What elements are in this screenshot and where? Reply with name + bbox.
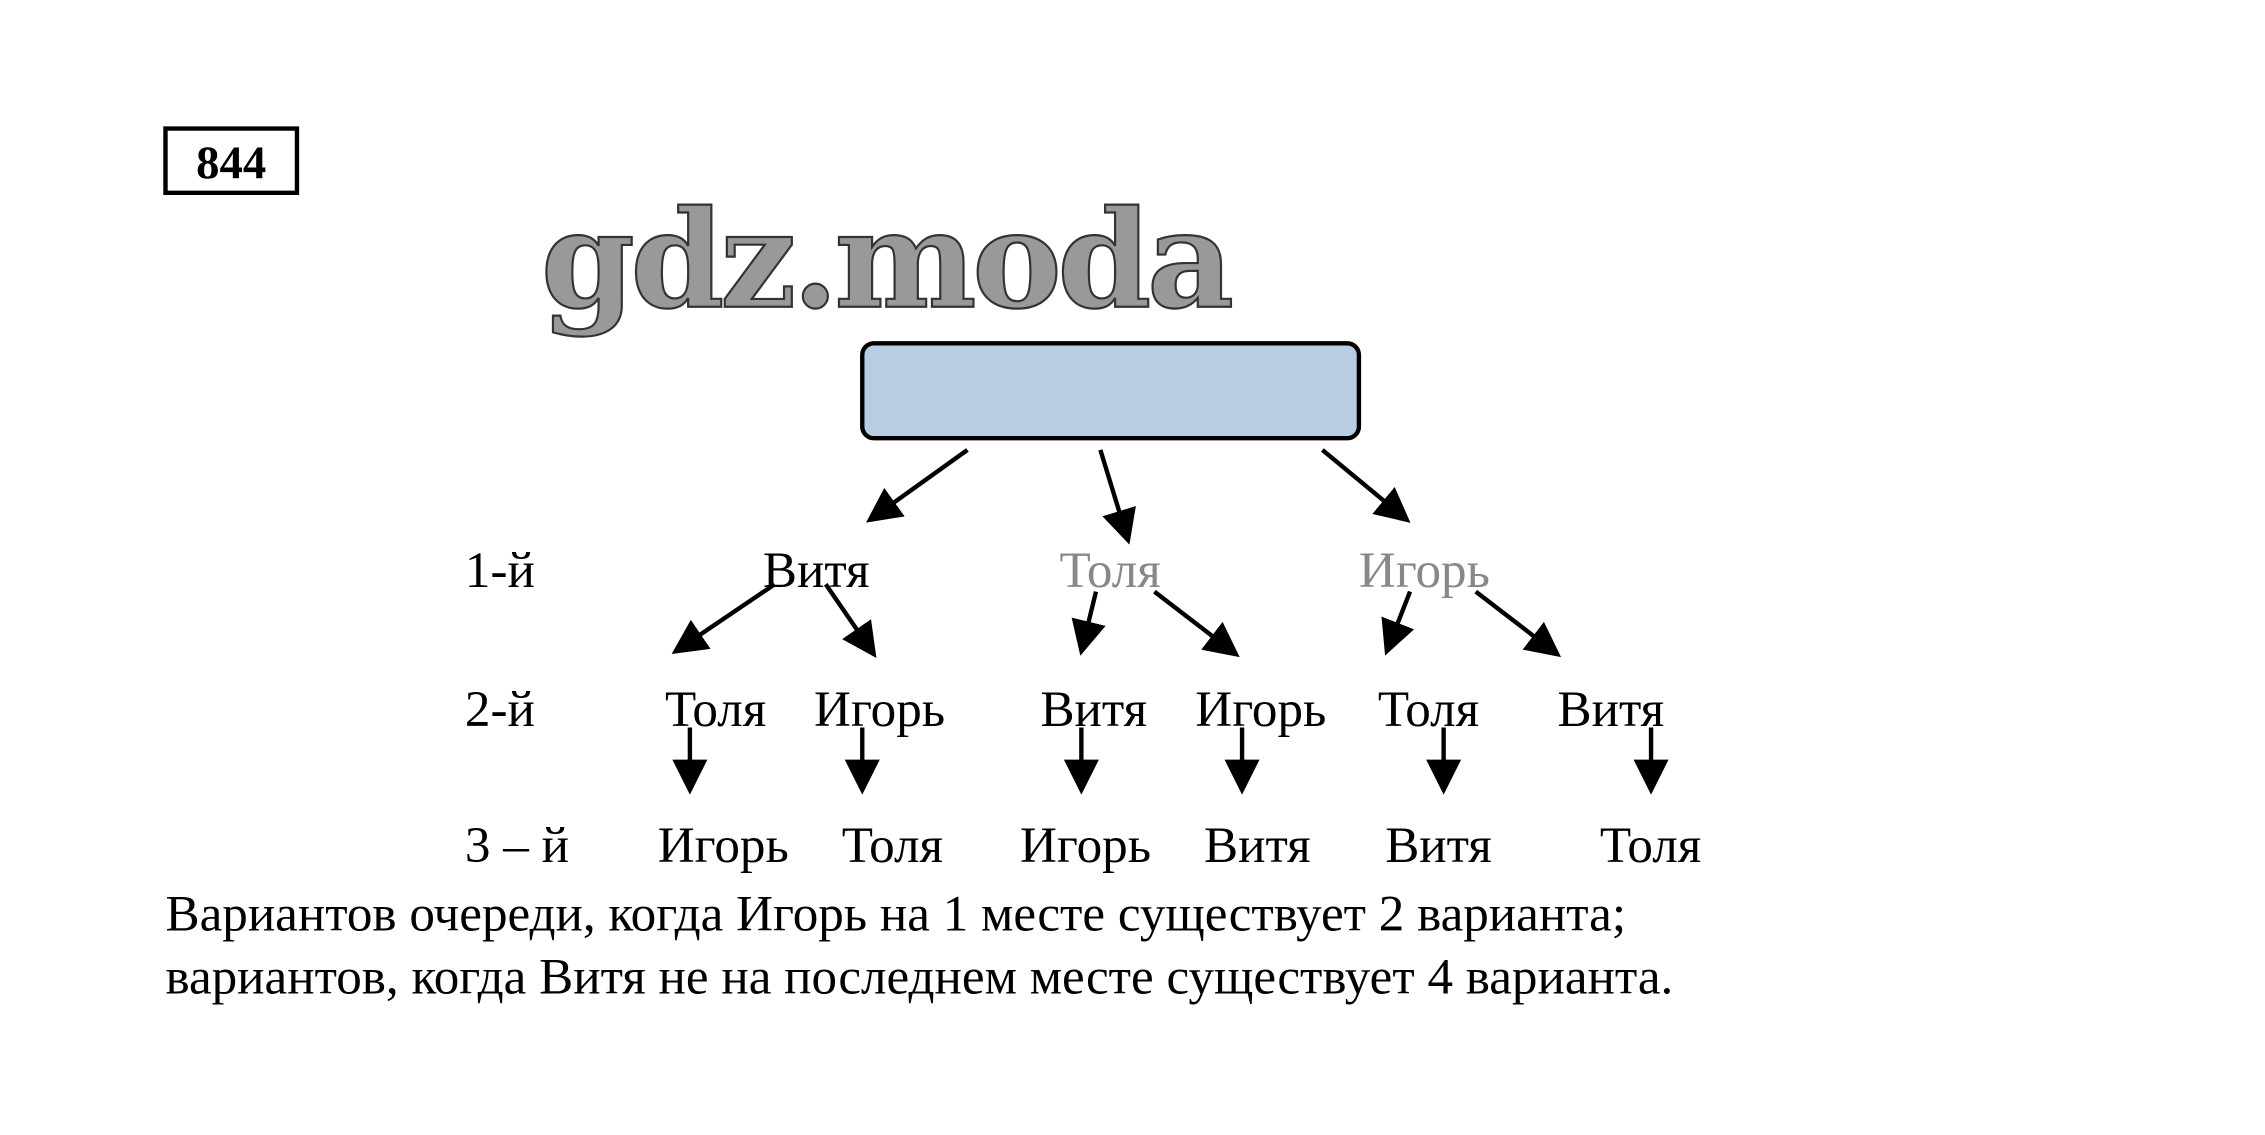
- name-node: Витя: [763, 542, 870, 599]
- arrow: [1321, 448, 1411, 523]
- arrow: [1098, 449, 1136, 545]
- arrow: [1071, 591, 1106, 656]
- arrow: [866, 448, 969, 523]
- name-node: Витя: [1040, 681, 1147, 738]
- level-label: 3 – й: [465, 817, 569, 874]
- level-3: 3 – й Игорь Толя Игорь Витя Витя Толя: [465, 817, 1701, 874]
- arrow: [1474, 589, 1562, 658]
- name-node: Игорь: [658, 817, 789, 874]
- level-label: 1-й: [465, 542, 535, 599]
- answer-line-2: вариантов, когда Витя не на последнем ме…: [165, 948, 1673, 1005]
- arrows: [671, 448, 1669, 795]
- name-node: Игорь: [1359, 542, 1490, 599]
- problem-number: 844: [196, 137, 266, 189]
- arrow: [671, 582, 776, 654]
- name-node: Витя: [1558, 681, 1665, 738]
- name-node: Толя: [1378, 681, 1479, 738]
- answer-line-1: Вариантов очереди, когда Игорь на 1 мест…: [165, 885, 1626, 942]
- arrow: [1381, 590, 1415, 656]
- root-box: [860, 341, 1362, 441]
- arrow: [1153, 589, 1240, 658]
- name-node: Игорь: [1020, 817, 1151, 874]
- arrow: [823, 583, 877, 659]
- name-node: Витя: [1204, 817, 1311, 874]
- level-1: 1-й Витя Толя Игорь: [465, 542, 1490, 599]
- name-node: Толя: [665, 681, 766, 738]
- name-node: Толя: [1059, 542, 1160, 599]
- name-node: Игорь: [1195, 681, 1326, 738]
- watermark-logo: gdz.moda: [541, 181, 1231, 339]
- name-node: Толя: [1600, 817, 1701, 874]
- level-label: 2-й: [465, 681, 535, 738]
- level-2: 2-й Толя Игорь Витя Игорь Толя Витя: [465, 681, 1664, 738]
- name-node: Игорь: [814, 681, 945, 738]
- problem-number-box: 844: [163, 126, 300, 196]
- name-node: Толя: [842, 817, 943, 874]
- name-node: Витя: [1385, 817, 1492, 874]
